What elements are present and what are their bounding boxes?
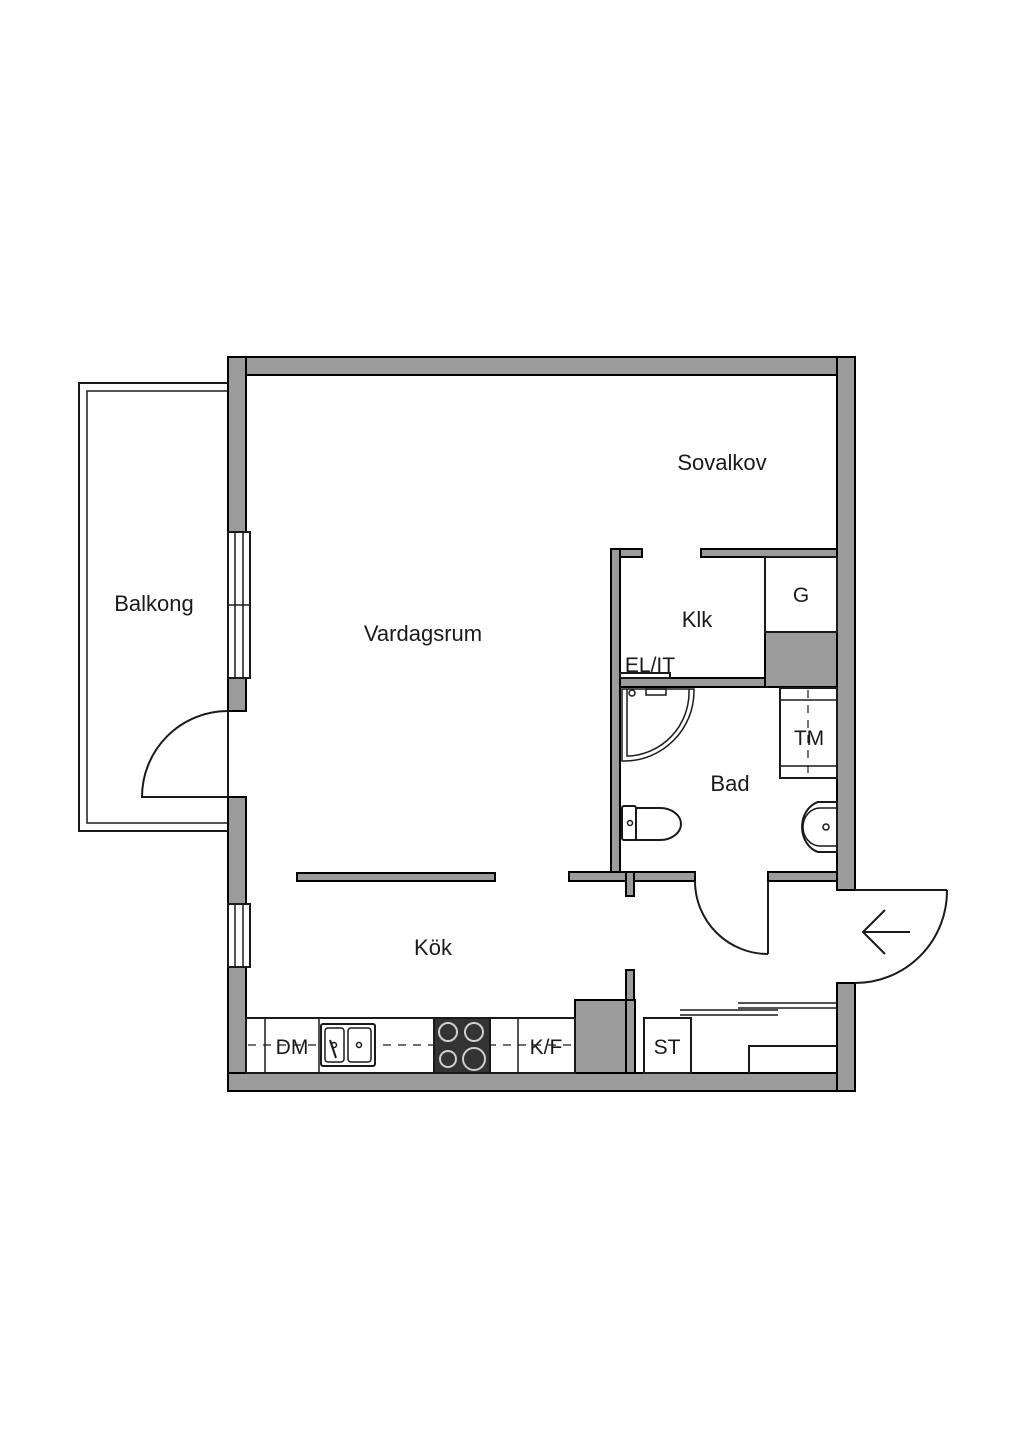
stove-icon	[433, 1017, 491, 1074]
window-left-upper	[227, 531, 251, 679]
label-vardagsrum: Vardagsrum	[364, 621, 482, 646]
balcony	[78, 382, 228, 832]
entrance-door	[854, 889, 949, 984]
kitchen-counter	[245, 1017, 576, 1074]
balcony-door	[140, 710, 229, 798]
washbasin-icon	[801, 801, 838, 853]
label-tm: TM	[794, 727, 824, 750]
shower-icon	[621, 688, 695, 762]
label-bad: Bad	[710, 771, 749, 796]
label-el-it: EL/IT	[625, 654, 675, 677]
label-st: ST	[654, 1036, 681, 1059]
wardrobe	[680, 1002, 837, 1073]
label-g: G	[793, 584, 809, 607]
window-left-lower	[227, 903, 251, 968]
sink-icon	[320, 1023, 376, 1067]
bathroom-door	[694, 880, 769, 955]
label-kf: K/F	[530, 1036, 563, 1059]
label-sovalkov: Sovalkov	[677, 450, 766, 475]
el-it-cabinet	[619, 672, 671, 679]
label-kok: Kök	[414, 935, 453, 960]
washing-machine-tm	[779, 687, 838, 779]
entrance-arrow-icon	[861, 909, 910, 955]
closet-g	[764, 556, 838, 633]
closet-st	[643, 1017, 692, 1074]
inner-walls	[296, 548, 838, 1074]
toilet-icon	[621, 805, 682, 841]
label-balkong: Balkong	[114, 591, 194, 616]
label-dm: DM	[276, 1036, 309, 1059]
label-klk: Klk	[682, 607, 714, 632]
